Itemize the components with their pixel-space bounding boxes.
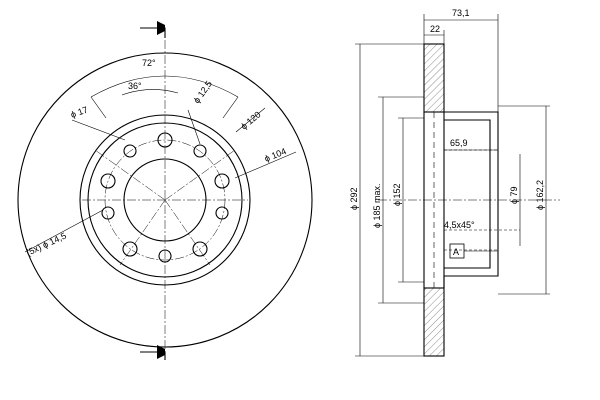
dim-hat-height: 65,9	[450, 138, 468, 148]
dim-hat-diameter: ϕ 152	[392, 183, 402, 206]
pin-hole-1	[193, 144, 207, 158]
dim-bolt-holes: (5x) ϕ 14,5	[25, 231, 68, 258]
dim-chamfer: 4,5x45°	[444, 220, 475, 230]
bolt-hole-4	[122, 241, 138, 257]
dim-friction-inner: ϕ 185 max.	[372, 183, 382, 228]
datum-label: A	[453, 247, 459, 257]
friction-ring-lower	[423, 287, 445, 357]
pin-hole-4	[101, 206, 115, 220]
section-view: 73,1 22 ϕ 292 ϕ 185 max. ϕ 152 65,9 ϕ 79…	[349, 8, 560, 357]
hat-outline	[444, 111, 499, 277]
dim-bore-diameter: ϕ 79	[509, 186, 519, 204]
dim-overall-width: 73,1	[452, 8, 470, 18]
bolt-hole-3	[192, 241, 208, 257]
angle-arc-36	[121, 89, 179, 96]
pin-hole-2	[123, 144, 137, 158]
dim-hole-diameter: ϕ 17	[69, 104, 89, 119]
dim-outer-diameter: ϕ 292	[349, 187, 359, 210]
dim-center-bore: ϕ 104	[263, 146, 288, 164]
dim-pin-diameter: ϕ 12,5	[191, 79, 214, 105]
angle-inner-label: 36°	[128, 81, 142, 91]
pin-hole-3	[215, 206, 229, 220]
angle-outer-label: 72°	[142, 58, 156, 68]
dim-disc-thickness: 22	[430, 24, 440, 34]
bolt-hole-5	[100, 173, 116, 189]
angle-arc-72	[90, 75, 239, 98]
dim-hub-diameter: ϕ 162,2	[535, 180, 545, 210]
front-view: 72° 36° ϕ 17 ϕ 12,5 ϕ 120 ϕ 104 (5x) ϕ 1…	[17, 21, 313, 360]
friction-ring-upper	[423, 43, 445, 113]
bolt-hole-2	[214, 173, 230, 189]
